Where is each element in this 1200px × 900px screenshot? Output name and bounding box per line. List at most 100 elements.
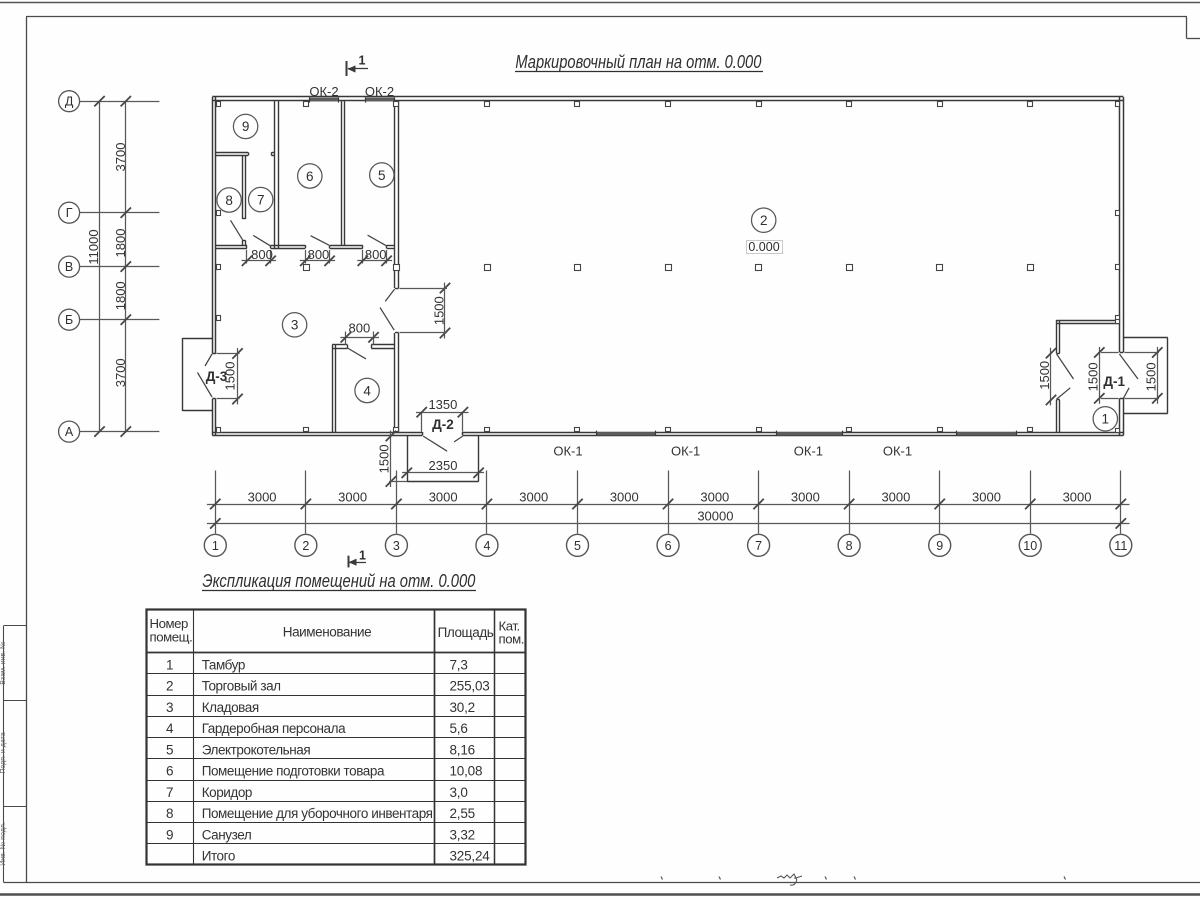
svg-text:800: 800 <box>349 320 371 335</box>
svg-text:Коридор: Коридор <box>202 785 252 800</box>
svg-text:Д: Д <box>65 95 74 109</box>
svg-text:30000: 30000 <box>697 509 733 524</box>
svg-text:5: 5 <box>166 742 174 757</box>
svg-text:1: 1 <box>212 539 219 553</box>
svg-text:Г: Г <box>66 206 73 220</box>
svg-text:Д-2: Д-2 <box>432 417 454 432</box>
svg-text:1500: 1500 <box>222 362 237 391</box>
svg-text:Санузел: Санузел <box>202 827 252 842</box>
svg-text:5,6: 5,6 <box>450 721 468 736</box>
svg-text:7: 7 <box>257 192 265 207</box>
svg-text:5: 5 <box>378 168 386 183</box>
svg-text:3700: 3700 <box>113 358 128 387</box>
svg-text:1: 1 <box>1102 412 1110 427</box>
svg-text:ОК-1: ОК-1 <box>671 444 700 459</box>
svg-text:9: 9 <box>166 827 174 842</box>
svg-text:1500: 1500 <box>1085 362 1100 391</box>
svg-text:А: А <box>65 425 74 439</box>
svg-text:8,16: 8,16 <box>450 742 475 757</box>
svg-text:30,2: 30,2 <box>450 700 475 715</box>
svg-text:Площадь: Площадь <box>438 625 494 640</box>
svg-text:2: 2 <box>302 539 309 553</box>
svg-text:1800: 1800 <box>113 229 128 258</box>
svg-text:ОК-1: ОК-1 <box>883 444 912 459</box>
svg-text:Б: Б <box>65 313 73 327</box>
svg-text:800: 800 <box>251 247 273 262</box>
svg-text:4: 4 <box>166 721 174 736</box>
svg-text:3: 3 <box>166 700 174 715</box>
svg-text:9: 9 <box>242 119 250 134</box>
svg-text:В: В <box>65 260 73 274</box>
svg-text:9: 9 <box>936 539 943 553</box>
svg-text:Подп. и дата: Подп. и дата <box>0 732 7 773</box>
svg-text:1: 1 <box>359 54 366 68</box>
svg-text:800: 800 <box>308 247 330 262</box>
svg-text:Кат.: Кат. <box>499 619 520 634</box>
svg-text:1500: 1500 <box>377 444 392 473</box>
svg-text:Помещение подготовки товара: Помещение подготовки товара <box>202 764 385 779</box>
svg-text:Электрокотельная: Электрокотельная <box>202 742 311 757</box>
svg-text:10: 10 <box>1023 539 1037 553</box>
svg-text:6: 6 <box>306 169 314 184</box>
svg-text:Д-1: Д-1 <box>1103 374 1125 389</box>
svg-text:3000: 3000 <box>248 490 277 505</box>
svg-text:0.000: 0.000 <box>748 240 779 254</box>
svg-text:5: 5 <box>574 539 581 553</box>
svg-text:3,0: 3,0 <box>450 785 468 800</box>
svg-text:11: 11 <box>1114 539 1127 553</box>
svg-text:Номер: Номер <box>150 616 189 631</box>
svg-text:3000: 3000 <box>881 490 910 505</box>
svg-text:ОК-1: ОК-1 <box>553 444 582 459</box>
svg-text:Взам. инв. №: Взам. инв. № <box>0 641 7 684</box>
svg-text:3000: 3000 <box>610 490 639 505</box>
svg-text:1: 1 <box>359 549 366 563</box>
svg-text:Помещение для уборочного инвен: Помещение для уборочного инвентаря <box>202 806 433 821</box>
svg-text:3,32: 3,32 <box>450 827 475 842</box>
svg-text:3000: 3000 <box>338 490 367 505</box>
svg-text:3000: 3000 <box>972 490 1001 505</box>
svg-text:помещ.: помещ. <box>150 630 193 645</box>
svg-text:Маркировочный план на отм. 0.0: Маркировочный план на отм. 0.000 <box>515 52 761 72</box>
svg-text:7: 7 <box>166 785 174 800</box>
svg-text:3000: 3000 <box>791 490 820 505</box>
svg-text:8: 8 <box>166 806 174 821</box>
svg-text:11000: 11000 <box>86 229 101 264</box>
svg-text:3000: 3000 <box>429 490 458 505</box>
svg-text:Торговый зал: Торговый зал <box>202 679 281 694</box>
svg-text:3000: 3000 <box>1063 490 1092 505</box>
svg-text:255,03: 255,03 <box>450 679 490 694</box>
svg-text:2: 2 <box>760 213 768 228</box>
svg-text:2,55: 2,55 <box>450 806 475 821</box>
svg-text:ОК-1: ОК-1 <box>794 444 823 459</box>
svg-text:Итого: Итого <box>202 848 235 863</box>
svg-text:3000: 3000 <box>700 490 729 505</box>
svg-text:7,3: 7,3 <box>450 658 468 673</box>
svg-text:10,08: 10,08 <box>450 764 483 779</box>
svg-text:2350: 2350 <box>429 458 458 473</box>
svg-text:1: 1 <box>166 658 174 673</box>
svg-text:1500: 1500 <box>1037 361 1052 390</box>
svg-text:ОК-2: ОК-2 <box>309 84 338 99</box>
svg-text:3700: 3700 <box>113 143 128 172</box>
svg-text:325,24: 325,24 <box>450 848 491 863</box>
svg-text:1500: 1500 <box>1143 362 1158 391</box>
svg-text:800: 800 <box>365 247 387 262</box>
svg-text:8: 8 <box>225 193 233 208</box>
svg-text:1350: 1350 <box>428 397 457 412</box>
svg-text:1800: 1800 <box>113 281 128 310</box>
svg-text:7: 7 <box>755 539 762 553</box>
svg-text:Наименование: Наименование <box>283 625 371 640</box>
svg-text:Тамбур: Тамбур <box>202 658 245 673</box>
svg-text:6: 6 <box>665 539 672 553</box>
svg-text:ОК-2: ОК-2 <box>365 84 394 99</box>
svg-text:Экспликация помещений на отм.: Экспликация помещений на отм. 0.000 <box>202 570 476 591</box>
svg-text:3000: 3000 <box>519 490 548 505</box>
svg-text:Инв. № подл.: Инв. № подл. <box>0 822 7 866</box>
svg-text:8: 8 <box>846 539 853 553</box>
svg-text:3: 3 <box>393 539 400 553</box>
svg-text:1500: 1500 <box>432 296 447 325</box>
svg-text:2: 2 <box>166 679 174 694</box>
svg-text:4: 4 <box>483 539 490 553</box>
svg-text:4: 4 <box>363 383 371 398</box>
svg-text:Кладовая: Кладовая <box>202 700 259 715</box>
